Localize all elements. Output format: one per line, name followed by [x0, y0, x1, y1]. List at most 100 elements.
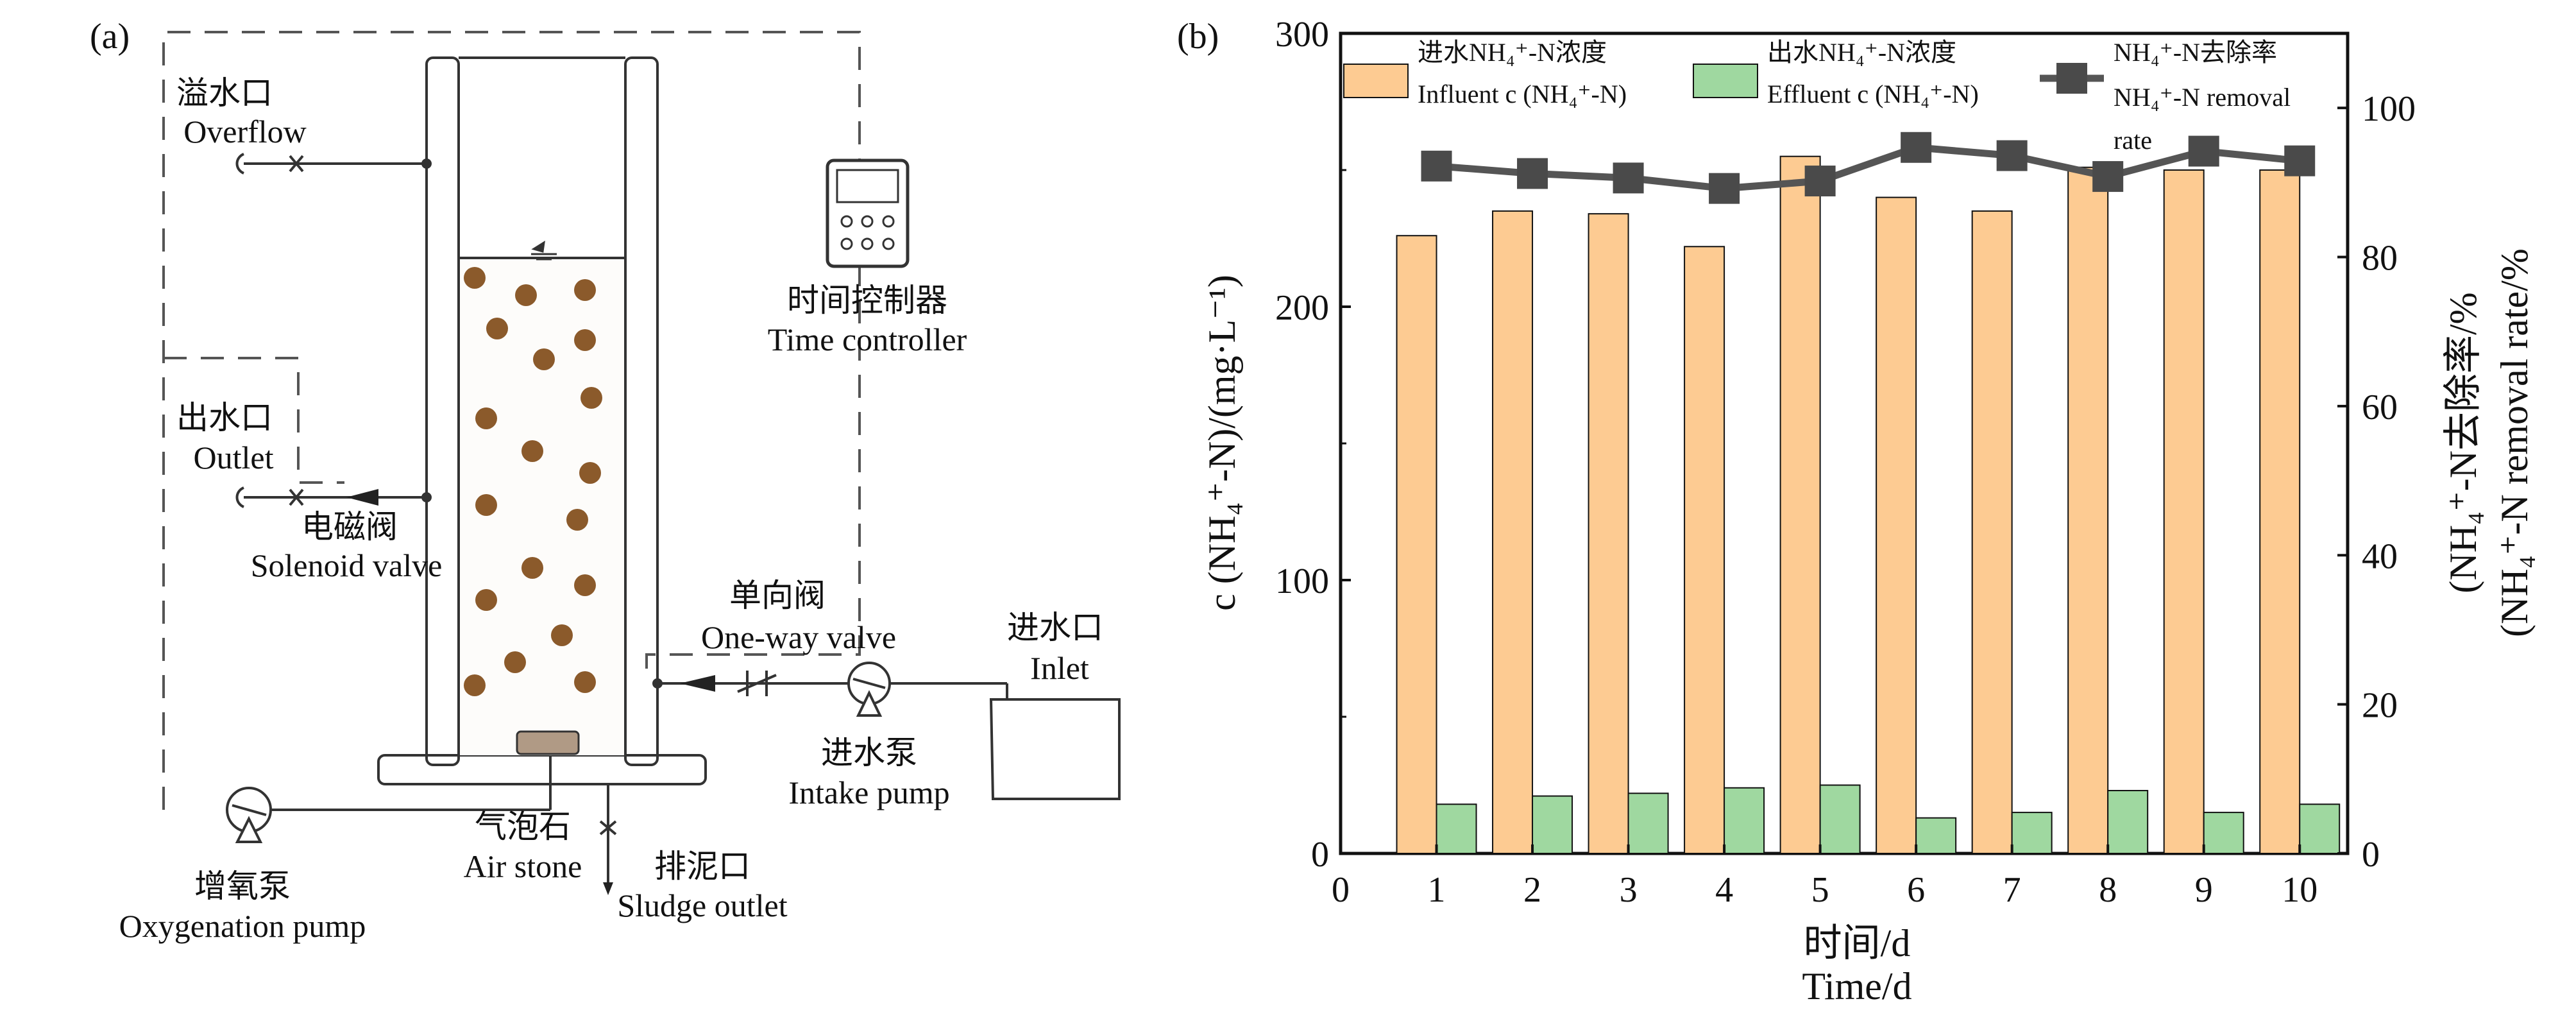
particle	[574, 279, 596, 301]
control-wiring	[162, 31, 861, 810]
y-right-tick-label: 60	[2362, 388, 2398, 427]
outlet-label-en: Outlet	[194, 440, 274, 475]
panel-a: (a)	[90, 17, 1121, 944]
oxygenation-pump-label-zh: 增氧泵	[194, 868, 291, 904]
particle	[475, 589, 497, 611]
marker-removal	[1421, 150, 1452, 182]
marker-removal	[1517, 158, 1548, 189]
air-stone-label-zh: 气泡石	[475, 809, 571, 844]
legend-effluent-en: Effluent c (NH₄⁺-N)	[1767, 80, 1979, 108]
bar-influent	[1492, 210, 1534, 854]
solenoid-valve-label-en: Solenoid valve	[251, 547, 443, 583]
y-left-tick-label: 0	[1311, 835, 1329, 875]
bar-effluent	[2011, 812, 2053, 854]
marker-removal	[1901, 132, 1932, 163]
bar-effluent	[2107, 790, 2149, 855]
x-axis-title-zh: 时间/d	[1804, 922, 1911, 964]
x-tick-label: 10	[2282, 870, 2318, 910]
time-controller-icon	[826, 158, 910, 268]
bar-influent	[2163, 169, 2205, 854]
bar-influent	[1396, 235, 1437, 854]
particle	[533, 348, 555, 370]
aeration-line	[269, 756, 552, 811]
particle	[521, 440, 543, 462]
x-axis-title-en: Time/d	[1802, 965, 1911, 1007]
bar-influent	[1876, 196, 1917, 855]
overflow-label-en: Overflow	[183, 114, 307, 150]
series-line-removal	[1436, 144, 2300, 193]
bar-effluent	[1532, 795, 1573, 855]
intake-pump-icon	[847, 662, 891, 717]
y-right-tick-label: 100	[2362, 89, 2416, 129]
bar-influent	[1684, 246, 1725, 854]
bar-influent	[1588, 213, 1629, 855]
panel-a-label: (a)	[90, 17, 130, 56]
y-right-axis-title-en: (NH₄⁺-N removal rate/%	[2493, 248, 2536, 637]
bar-effluent	[1436, 803, 1477, 854]
legend-swatch-removal-marker	[2056, 63, 2087, 94]
inlet-label-en: Inlet	[1030, 650, 1089, 686]
inlet-label-zh: 进水口	[1007, 610, 1103, 646]
marker-removal	[2092, 161, 2124, 193]
legend-removal-en2: rate	[2114, 126, 2152, 155]
particle	[504, 651, 526, 673]
marker-removal	[1613, 162, 1644, 194]
particle	[579, 462, 601, 484]
sludge-particles	[464, 267, 602, 696]
y-right-tick-label: 20	[2362, 686, 2398, 726]
time-controller-label-zh: 时间控制器	[787, 282, 947, 318]
y-right-tick-label: 40	[2362, 536, 2398, 576]
x-tick-label: 3	[1620, 870, 1638, 910]
oxygenation-pump-label-en: Oxygenation pump	[119, 908, 366, 944]
x-tick-label: 7	[2003, 870, 2021, 910]
inlet-pipe	[652, 678, 1008, 703]
solenoid-valve-label-zh: 电磁阀	[301, 509, 398, 545]
bar-influent	[2067, 166, 2109, 854]
sludge-drain-pipe	[599, 784, 617, 882]
time-controller-label-en: Time controller	[768, 321, 967, 357]
marker-removal	[2188, 135, 2219, 167]
legend-influent-zh: 进水NH₄⁺-N浓度	[1418, 38, 1607, 67]
bar-effluent	[1915, 817, 1957, 854]
bar-effluent	[2299, 803, 2341, 854]
particle	[464, 674, 486, 696]
bar-influent	[1779, 155, 1821, 855]
particle	[515, 284, 537, 306]
air-stone-label-en: Air stone	[464, 848, 582, 884]
check-valve-arrow-icon	[680, 675, 715, 692]
y-right-tick-label: 80	[2362, 239, 2398, 278]
marker-removal	[1996, 140, 2028, 171]
x-tick-label: 6	[1907, 870, 1925, 910]
legend-effluent-zh: 出水NH₄⁺-N浓度	[1767, 38, 1956, 67]
y-right-tick-label: 0	[2362, 835, 2380, 875]
bar-effluent	[2203, 812, 2244, 854]
particle	[464, 267, 486, 289]
particle	[574, 329, 596, 351]
particle	[486, 318, 508, 339]
one-way-valve-label-zh: 单向阀	[729, 578, 826, 613]
bar-influent	[2259, 169, 2301, 854]
panel-b-label: (b)	[1177, 17, 1219, 56]
outlet-label-zh: 出水口	[176, 400, 273, 436]
marker-removal	[1709, 173, 1740, 204]
intake-pump-label-zh: 进水泵	[821, 735, 917, 771]
solenoid-valve-icon	[346, 489, 378, 506]
reactor-column	[377, 56, 707, 785]
one-way-valve-icon	[737, 671, 777, 696]
legend-removal-en1: NH₄⁺-N removal	[2114, 83, 2291, 112]
sludge-outlet-label-zh: 排泥口	[654, 848, 750, 884]
sludge-drain-arrow-icon	[603, 882, 613, 895]
bar-effluent	[1627, 792, 1669, 855]
particle	[551, 624, 573, 646]
particle	[580, 387, 602, 409]
water-level-symbol	[531, 241, 557, 261]
x-tick-label: 4	[1715, 870, 1733, 910]
bar-effluent	[1724, 787, 1765, 855]
legend: 进水NH₄⁺-N浓度 Influent c (NH₄⁺-N) 出水NH₄⁺-N浓…	[1343, 38, 2291, 155]
inlet-tank	[989, 698, 1121, 800]
particle	[475, 407, 497, 429]
marker-removal	[2284, 145, 2316, 176]
oxygenation-pump-icon	[226, 787, 272, 843]
